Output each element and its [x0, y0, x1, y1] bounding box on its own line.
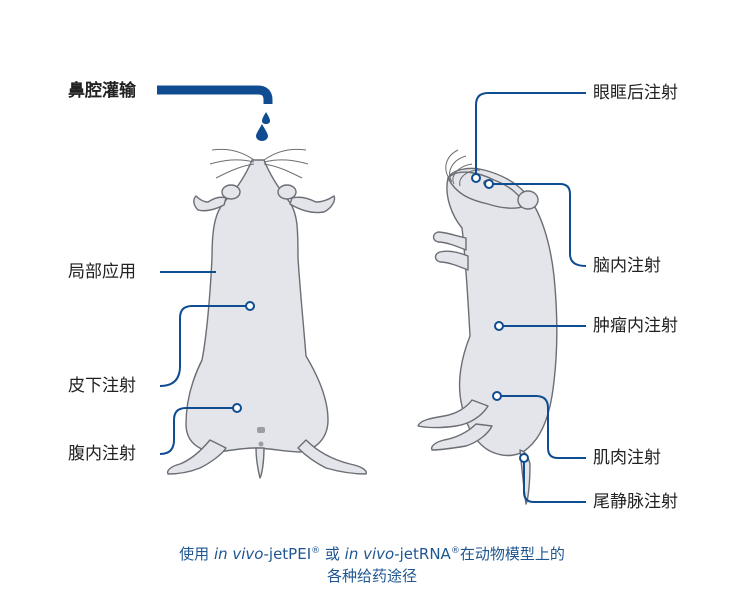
label-intraperitoneal: 腹内注射 — [68, 444, 136, 464]
caption-line-2: 各种给药途径 — [326, 567, 417, 585]
caption-reg-mark-2: ® — [450, 546, 460, 556]
left-mouse-front-paw-right — [289, 195, 336, 214]
label-intramuscular: 肌肉注射 — [593, 448, 661, 468]
left-mouse-front-paw-left — [193, 195, 227, 212]
caption-suffix: 在动物模型上的 — [459, 545, 565, 563]
label-retro-orbital: 眼眶后注射 — [593, 83, 678, 103]
site-markers — [232, 173, 529, 463]
left-mouse-hind-leg-right — [297, 439, 367, 475]
label-intratumoral: 肿瘤内注射 — [593, 316, 678, 336]
left-mouse-body — [185, 159, 329, 453]
left-mouse — [166, 159, 367, 479]
tail-vein-site-marker — [519, 453, 529, 463]
left-mouse-hind-leg-left — [166, 439, 227, 475]
water-drop-icon — [256, 124, 268, 141]
intraperitoneal-site-marker — [232, 403, 242, 413]
label-nasal: 鼻腔灌输 — [68, 81, 136, 101]
right-mouse-body — [446, 167, 558, 457]
intramuscular-leader-line — [498, 395, 586, 459]
right-mouse — [417, 167, 558, 505]
left-mouse-ear-right — [277, 184, 297, 200]
caption-brand2-italic: in vivo — [344, 545, 395, 563]
retro-orbital-leader-line — [475, 92, 586, 176]
callout-lines — [159, 92, 587, 503]
right-mouse-hind-leg — [417, 399, 489, 429]
intratumoral-site-marker — [494, 321, 504, 331]
left-mouse-anus-mark — [258, 441, 264, 447]
right-mouse-front-paw-lower — [434, 250, 469, 271]
right-mouse-front-paw-upper — [432, 231, 467, 251]
label-intracerebral: 脑内注射 — [593, 256, 661, 276]
right-mouse-hind-foot — [430, 423, 493, 451]
intramuscular-site-marker — [492, 391, 502, 401]
left-mouse-tail — [255, 447, 265, 479]
caption-line-1: 使用 in vivo-jetPEI® 或 in vivo-jetRNA®在动物模… — [0, 544, 744, 564]
nasal-pipe — [157, 85, 273, 104]
caption-reg-mark-1: ® — [311, 546, 321, 556]
caption-brand1-rest: -jetPEI — [263, 545, 312, 563]
caption-brand2-rest: -jetRNA — [394, 545, 451, 563]
water-drop-icon — [262, 112, 270, 124]
label-tail-vein: 尾静脉注射 — [593, 492, 678, 512]
left-mouse-genital-mark — [257, 427, 265, 433]
right-mouse-ear — [517, 190, 539, 210]
intracerebral-leader-line — [490, 183, 587, 267]
left-mouse-ear-left — [221, 184, 241, 200]
caption-prefix: 使用 — [179, 545, 214, 563]
left-mouse-whiskers — [209, 148, 309, 179]
subcutaneous-leader-line — [159, 305, 248, 387]
retro-orbital-site-marker — [471, 173, 481, 183]
label-subcutaneous: 皮下注射 — [68, 376, 136, 396]
subcutaneous-site-marker — [245, 301, 255, 311]
intraperitoneal-leader-line — [159, 407, 234, 455]
caption-connector: 或 — [320, 545, 345, 563]
tail-vein-leader-line — [523, 460, 586, 503]
caption-brand1-italic: in vivo — [213, 545, 264, 563]
intracerebral-site-marker — [484, 179, 494, 189]
label-topical: 局部应用 — [68, 262, 136, 282]
